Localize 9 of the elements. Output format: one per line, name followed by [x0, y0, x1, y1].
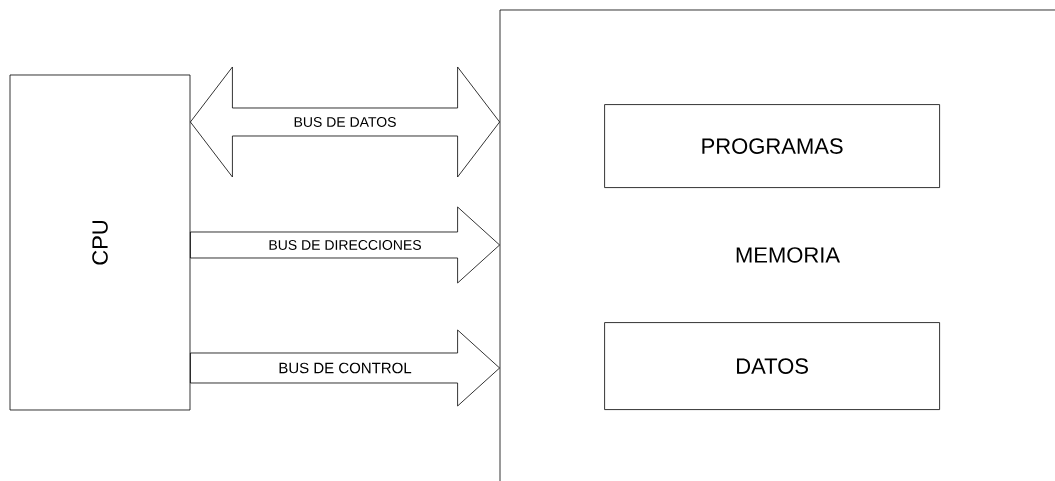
block-arrow — [190, 66, 500, 178]
edge-label: BUS DE DATOS — [293, 116, 397, 128]
data-box: DATOS — [604, 322, 940, 410]
edge-label: BUS DE CONTROL — [277, 362, 413, 374]
program-box: PROGRAMAS — [604, 104, 940, 188]
cpu-box: CPU — [9, 74, 191, 411]
edge-label: BUS DE DIRECCIONES — [267, 239, 423, 251]
block-arrow — [190, 329, 500, 407]
block-arrow — [190, 206, 500, 284]
